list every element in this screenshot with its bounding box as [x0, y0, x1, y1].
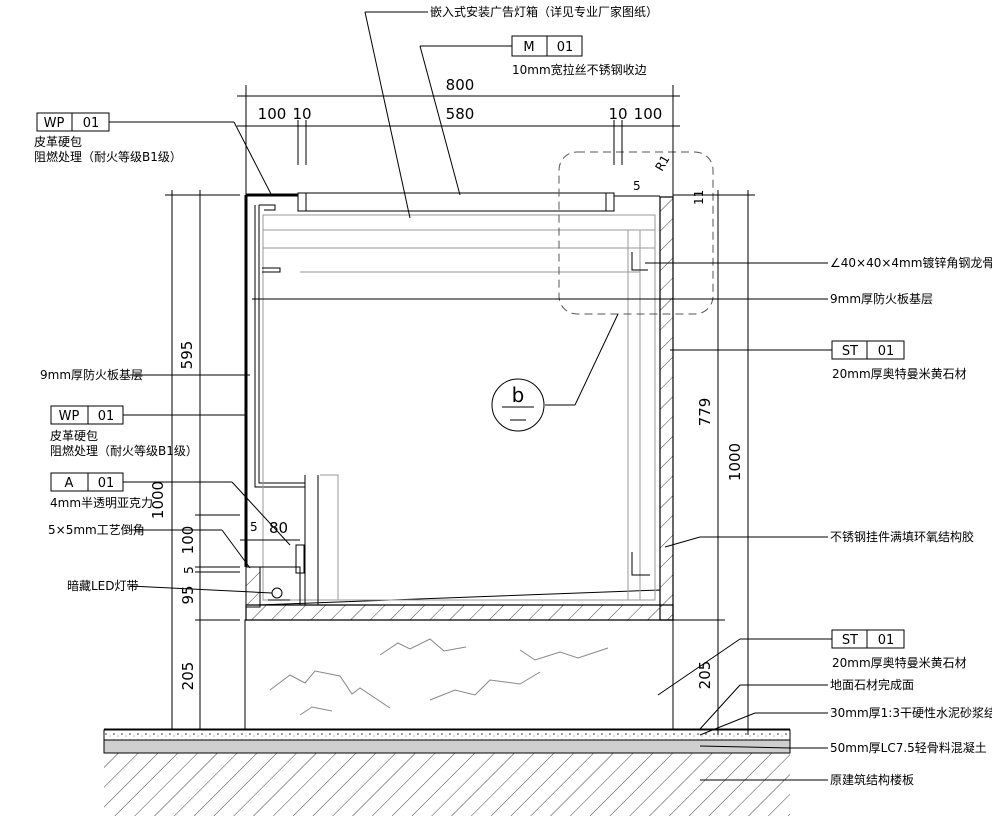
- dim-right-11: 11: [692, 190, 706, 205]
- note-mortar: 30mm厚1:3干硬性水泥砂浆结合层: [830, 705, 992, 720]
- tag-a01-num: 01: [98, 476, 115, 491]
- tag-st01-b-code: ST: [842, 633, 858, 648]
- note-lc75: 50mm厚LC7.5轻骨料混凝土: [830, 740, 987, 755]
- note-floor-finish: 地面石材完成面: [830, 677, 914, 692]
- dim-right-10: 10: [608, 105, 627, 123]
- note-slab: 原建筑结构楼板: [830, 772, 914, 787]
- tag-wp01-mid-line1: 皮革硬包: [50, 429, 98, 443]
- dim-95: 95: [179, 585, 197, 604]
- tag-st01-b-num: 01: [878, 633, 895, 648]
- note-angle-steel: ∠40×40×4mm镀锌角钢龙骨: [830, 256, 992, 270]
- dim-80: 80: [269, 519, 288, 537]
- note-led: 暗藏LED灯带: [67, 578, 139, 593]
- top-notes: 嵌入式安装广告灯箱（详见专业厂家图纸） M 01 10mm宽拉丝不锈钢收边: [364, 4, 658, 219]
- dim-205-right: 205: [696, 661, 714, 690]
- tag-wp01-mid-code: WP: [59, 409, 80, 424]
- note-fireboard-right: 9mm厚防火板基层: [830, 291, 933, 306]
- note-chamfer: 5×5mm工艺倒角: [48, 523, 145, 537]
- section-marker: b: [491, 378, 545, 432]
- right-notes: ∠40×40×4mm镀锌角钢龙骨 9mm厚防火板基层 ST 01 20mm厚奥特…: [252, 256, 992, 787]
- top-dimensions: 800 100 10 580 10 100 5 R1 11: [237, 76, 706, 205]
- dim-100: 100: [179, 526, 197, 555]
- lightbox-cabinet: [244, 192, 674, 621]
- dim-1000-left: 1000: [149, 481, 167, 519]
- tag-st01-a-num: 01: [878, 344, 895, 359]
- tag-st01-a-code: ST: [842, 344, 858, 359]
- tag-wp01-mid-num: 01: [98, 409, 115, 424]
- dim-radius: R1: [652, 153, 672, 174]
- tag-a01-line1: 4mm半透明亚克力: [50, 496, 153, 510]
- dim-left-10: 10: [292, 105, 311, 123]
- dim-595: 595: [178, 341, 196, 370]
- tag-wp01-top-num: 01: [83, 116, 100, 131]
- note-epoxy: 不锈钢挂件满填环氧结构胶: [830, 529, 974, 544]
- tag-st01-a-line1: 20mm厚奥特曼米黄石材: [832, 366, 967, 381]
- tag-m01-num: 01: [557, 40, 574, 55]
- tag-wp01-mid-line2: 阻燃处理（耐火等级B1级）: [50, 443, 198, 458]
- section-marker-label: b: [512, 383, 525, 407]
- tag-m01-code: M: [523, 40, 534, 55]
- dim-gap-5: 5: [633, 179, 641, 193]
- dim-1000-right: 1000: [726, 443, 744, 481]
- dim-5-inner: 5: [250, 520, 258, 534]
- note-edge-trim: 10mm宽拉丝不锈钢收边: [512, 62, 647, 77]
- tag-wp01-top-code: WP: [44, 116, 65, 131]
- tag-wp01-top-line1: 皮革硬包: [34, 135, 82, 149]
- dim-left-100: 100: [258, 105, 287, 123]
- tag-wp01-top-line2: 阻燃处理（耐火等级B1级）: [34, 149, 182, 164]
- detail-callout-box: [558, 151, 714, 315]
- floor-layers: [103, 728, 791, 816]
- tag-st01-b-line1: 20mm厚奥特曼米黄石材: [832, 655, 967, 670]
- dim-5-a: 5: [182, 566, 196, 574]
- note-lightbox: 嵌入式安装广告灯箱（详见专业厂家图纸）: [430, 4, 658, 19]
- right-dimensions: 779 1000 205: [673, 190, 755, 735]
- left-dimensions: 595 1000 100 5 95 205 5 80: [149, 190, 300, 730]
- dim-779: 779: [696, 398, 714, 427]
- left-notes: WP 01 皮革硬包 阻燃处理（耐火等级B1级） 9mm厚防火板基层 WP 01…: [34, 112, 291, 594]
- dim-205-left: 205: [179, 662, 197, 691]
- dim-mid-580: 580: [446, 105, 475, 123]
- tag-a01-code: A: [65, 476, 74, 491]
- stone-base: [244, 619, 674, 730]
- dim-right-100: 100: [634, 105, 663, 123]
- dim-total-width: 800: [446, 76, 475, 94]
- note-fireboard-left: 9mm厚防火板基层: [40, 367, 143, 382]
